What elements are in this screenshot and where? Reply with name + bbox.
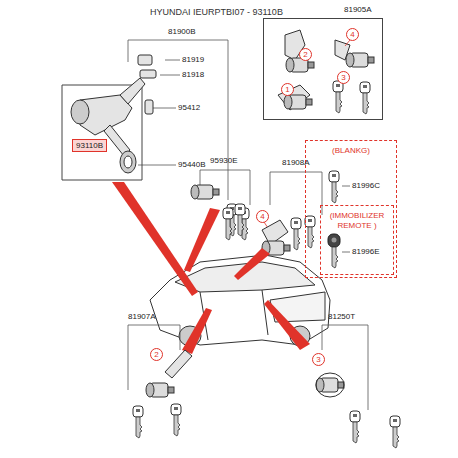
part-number: 81919 xyxy=(182,56,204,64)
part-number: 93110B xyxy=(76,141,103,150)
part-number: 81918 xyxy=(182,71,204,79)
callout-number: 3 xyxy=(312,353,325,366)
callout-number: 2 xyxy=(299,48,312,61)
part-number: 81908A xyxy=(282,159,310,167)
callout-number: 2 xyxy=(150,348,163,361)
callout-number: 4 xyxy=(256,210,269,223)
callout-number: 1 xyxy=(281,83,294,96)
part-number: 81900B xyxy=(168,28,196,36)
part-number: 81996C xyxy=(352,182,380,190)
variant-label: (BLANKG) xyxy=(306,141,396,156)
callout-number: 4 xyxy=(346,28,359,41)
callout-number: 3 xyxy=(337,71,350,84)
part-number: 95412 xyxy=(178,104,200,112)
diagram-title: HYUNDAI IEURPTBI07 - 93110B xyxy=(150,8,283,17)
part-number: 81250T xyxy=(328,313,355,321)
key-variant-box: (IMMOBILIZER REMOTE ) xyxy=(320,205,394,275)
part-number: 81996E xyxy=(352,248,380,256)
key-variant-box: (BLANKG) (IMMOBILIZER REMOTE ) xyxy=(305,140,397,278)
part-number: 81907A xyxy=(128,313,156,321)
variant-label: (IMMOBILIZER REMOTE ) xyxy=(321,206,393,230)
part-number: 95440B xyxy=(178,161,206,169)
highlight-part-box: 93110B xyxy=(72,139,107,152)
part-number: 81905A xyxy=(344,5,372,14)
assembly-box: 81905A xyxy=(263,18,383,120)
part-number: 95930E xyxy=(210,157,238,165)
